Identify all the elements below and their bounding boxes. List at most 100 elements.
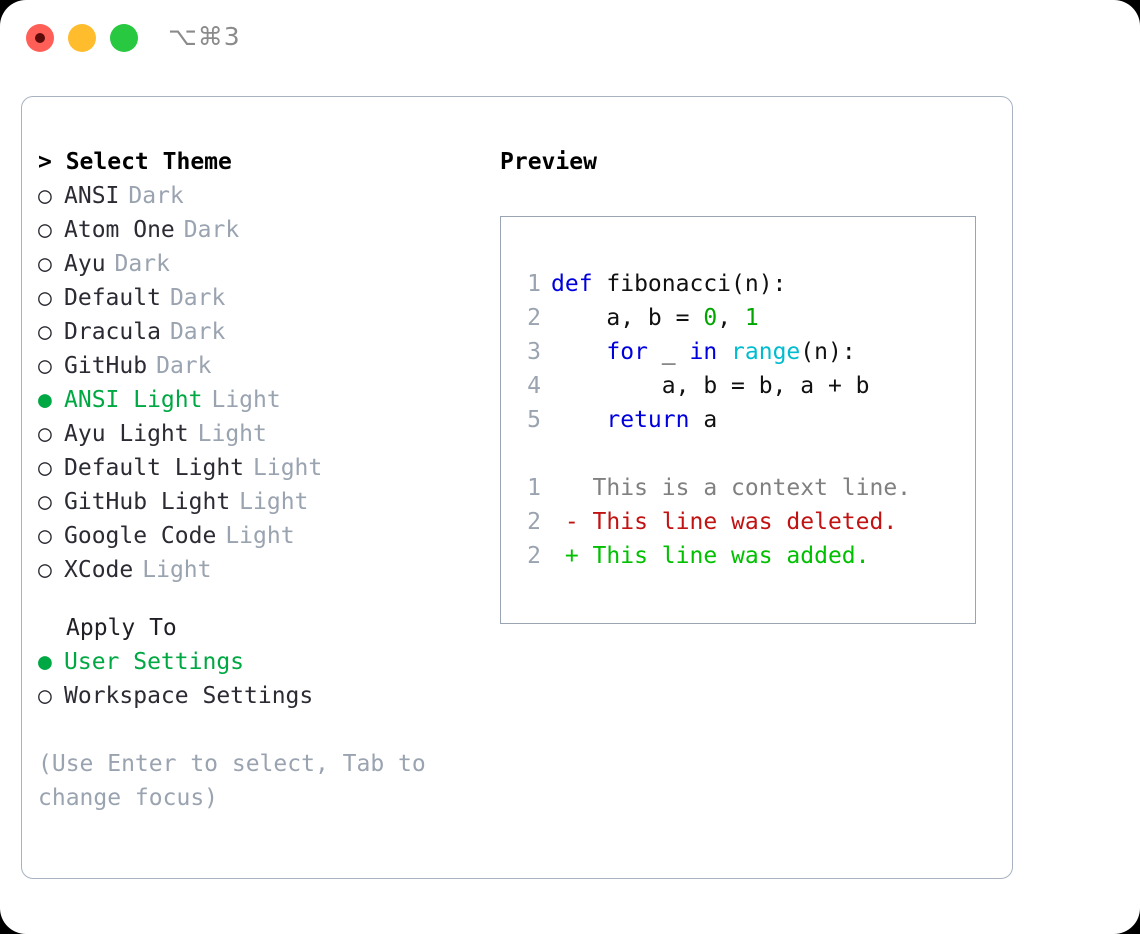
radio-icon[interactable]: ○	[38, 683, 52, 709]
code-token	[551, 339, 606, 365]
code-token: a, b = b, a + b	[551, 373, 870, 399]
theme-option-label: Ayu	[64, 251, 106, 277]
minimize-button[interactable]	[68, 24, 96, 52]
theme-option-variant: Light	[211, 387, 281, 413]
theme-option-variant: Dark	[114, 251, 170, 277]
window-controls	[26, 24, 138, 52]
theme-option-label: XCode	[64, 557, 134, 583]
apply-to-option-label: Workspace Settings	[64, 683, 314, 709]
theme-option[interactable]: ○ Ayu Dark	[38, 247, 488, 281]
code-token	[551, 407, 606, 433]
code-token: range	[731, 339, 801, 365]
code-line: 5 return a	[517, 403, 911, 437]
line-number: 2	[527, 305, 541, 331]
radio-icon[interactable]: ○	[38, 285, 52, 311]
theme-option-label: Dracula	[64, 319, 161, 345]
radio-icon[interactable]: ○	[38, 557, 52, 583]
radio-icon[interactable]: ○	[38, 251, 52, 277]
radio-selected-icon[interactable]: ●	[38, 387, 52, 413]
theme-option[interactable]: ○ Dracula Dark	[38, 315, 488, 349]
diff-text: This is a context line.	[592, 475, 912, 501]
code-blank-line	[517, 437, 911, 471]
code-token: _	[647, 339, 690, 365]
theme-option-variant: Light	[239, 489, 309, 515]
radio-icon[interactable]: ○	[38, 523, 52, 549]
code-token: return	[606, 407, 690, 433]
theme-option-label: Default Light	[64, 455, 245, 481]
theme-option-label: GitHub	[64, 353, 148, 379]
theme-option[interactable]: ○ Default Dark	[38, 281, 488, 315]
diff-line: 2 + This line was added.	[517, 539, 911, 573]
apply-to-option-label: User Settings	[64, 649, 245, 675]
code-token: (n):	[800, 339, 856, 365]
diff-marker: -	[551, 509, 593, 535]
theme-option[interactable]: ○ Default Light Light	[38, 451, 488, 485]
theme-option[interactable]: ● ANSI Light Light	[38, 383, 488, 417]
diff-text: This line was deleted.	[592, 509, 898, 535]
diff-marker	[551, 475, 593, 501]
radio-selected-icon[interactable]: ●	[38, 649, 52, 675]
theme-option-variant: Dark	[183, 217, 240, 243]
spacer	[38, 713, 488, 747]
line-number: 4	[527, 373, 541, 399]
theme-picker-header-label: > Select Theme	[38, 149, 232, 175]
title-bar: ⌥⌘3	[0, 0, 1140, 78]
theme-option[interactable]: ○ GitHub Light Light	[38, 485, 488, 519]
line-number: 5	[527, 407, 541, 433]
code-token: def	[551, 271, 593, 297]
line-number: 2	[527, 543, 541, 569]
spacer	[38, 587, 488, 611]
code-line: 2 a, b = 0, 1	[517, 301, 911, 335]
theme-option-variant: Light	[253, 455, 323, 481]
diff-text: This line was added.	[592, 543, 870, 569]
radio-icon[interactable]: ○	[38, 489, 52, 515]
radio-icon[interactable]: ○	[38, 183, 52, 209]
radio-icon[interactable]: ○	[38, 319, 52, 345]
code-token: for	[606, 339, 648, 365]
line-number: 2	[527, 509, 541, 535]
theme-option-label: GitHub Light	[64, 489, 231, 515]
diff-marker: +	[551, 543, 593, 569]
theme-option[interactable]: ○ Google Code Light	[38, 519, 488, 553]
code-token: a	[689, 407, 718, 433]
code-line: 3 for _ in range(n):	[517, 335, 911, 369]
theme-option-label: Ayu Light	[64, 421, 189, 447]
theme-option-label: Google Code	[64, 523, 217, 549]
keyboard-hint: (Use Enter to select, Tab to change focu…	[38, 751, 440, 811]
code-token: in	[689, 339, 718, 365]
keyboard-shortcut-label: ⌥⌘3	[168, 22, 241, 51]
code-token: a, b =	[551, 305, 704, 331]
apply-to-list: ● User Settings ○ Workspace Settings	[38, 645, 488, 713]
line-number: 1	[527, 271, 541, 297]
code-token: 1	[744, 305, 759, 331]
code-token	[717, 339, 731, 365]
theme-option-label: Default	[64, 285, 161, 311]
radio-icon[interactable]: ○	[38, 353, 52, 379]
radio-icon[interactable]: ○	[38, 217, 52, 243]
radio-icon[interactable]: ○	[38, 455, 52, 481]
close-button[interactable]	[26, 24, 54, 52]
theme-option-variant: Dark	[169, 319, 226, 345]
theme-option-label: ANSI Light	[64, 387, 203, 413]
maximize-button[interactable]	[110, 24, 138, 52]
code-token: ,	[717, 305, 745, 331]
theme-option-variant: Dark	[169, 285, 226, 311]
apply-to-option[interactable]: ○ Workspace Settings	[38, 679, 488, 713]
diff-line: 1 This is a context line.	[517, 471, 911, 505]
preview-title: Preview	[500, 149, 597, 175]
apply-to-option[interactable]: ● User Settings	[38, 645, 488, 679]
radio-icon[interactable]: ○	[38, 421, 52, 447]
code-token: 0	[703, 305, 718, 331]
theme-option-variant: Light	[225, 523, 295, 549]
